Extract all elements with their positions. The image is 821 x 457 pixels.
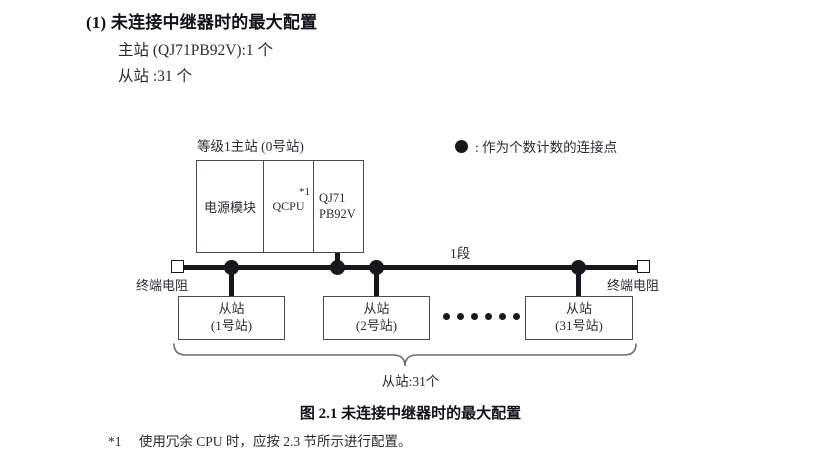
slave-drop-line-31 [576,267,581,297]
slave-drop-line-1 [229,267,234,297]
terminator-square-right [637,260,650,273]
ellipsis-dot [499,313,506,320]
slave-station-box: 从站 (2号站) [323,296,430,340]
segment-label: 1段 [450,246,471,261]
bus-connection-dot [330,259,345,275]
footnote-mark: *1 [108,434,122,449]
rack-cell-network-module: QJ71 PB92V [314,161,363,252]
rack-cell-power-module: 电源模块 [197,161,264,252]
slave-box-label-line1: 从站 [565,301,592,317]
footnote-text: 使用冗余 CPU 时，应按 2.3 节所示进行配置。 [138,434,412,449]
legend: : 作为个数计数的连接点 [455,136,617,156]
footnote: *1 使用冗余 CPU 时，应按 2.3 节所示进行配置。 [108,430,412,450]
ellipsis-dot [485,313,492,320]
master-station-label: 等级1主站 (0号站) [197,139,304,154]
power-module-label: 电源模块 [203,200,256,215]
figure-caption: 图 2.1 未连接中继器时的最大配置 [299,406,522,422]
filled-circle-icon [455,139,468,153]
ellipsis-dot [457,313,464,320]
network-module-label-line2: PB92V [319,206,356,221]
legend-text: : 作为个数计数的连接点 [475,140,618,155]
ellipsis-dot [513,313,520,320]
brace-caption: 从站:31个 [381,374,440,389]
network-module-label-line1: QJ71 [319,190,346,205]
slave-box-label-line1: 从站 [363,301,390,317]
cpu-footnote-mark: *1 [299,186,310,198]
brace-icon [173,343,637,367]
slave-drop-line-2 [374,267,379,297]
section-heading: (1) 未连接中继器时的最大配置 [86,13,318,32]
master-rack: 电源模块 QCPU *1 QJ71 PB92V [196,160,364,253]
cpu-module-label: QCPU [272,199,305,213]
slave-station-box: 从站 (1号站) [178,296,285,340]
spec-line-master-station: 主站 (QJ71PB92V):1 个 [118,42,274,59]
slave-box-label-line2: (31号站) [555,318,603,333]
ellipsis-dot [471,313,478,320]
bus-line [178,264,644,270]
slave-box-label-line2: (2号站) [355,318,398,333]
slave-station-box: 从站 (31号站) [525,296,633,340]
terminator-square-left [171,260,184,273]
rack-cell-cpu-module: QCPU *1 [264,161,314,252]
slave-box-label-line2: (1号站) [210,318,253,333]
slave-count-brace [170,343,640,372]
terminator-label-right: 终端电阻 [607,278,660,293]
slave-box-label-line1: 从站 [218,301,245,317]
ellipsis-dots [443,313,520,320]
terminator-label-left: 终端电阻 [136,278,189,293]
spec-line-slave-station: 从站 :31 个 [118,68,193,85]
ellipsis-dot [443,313,450,320]
